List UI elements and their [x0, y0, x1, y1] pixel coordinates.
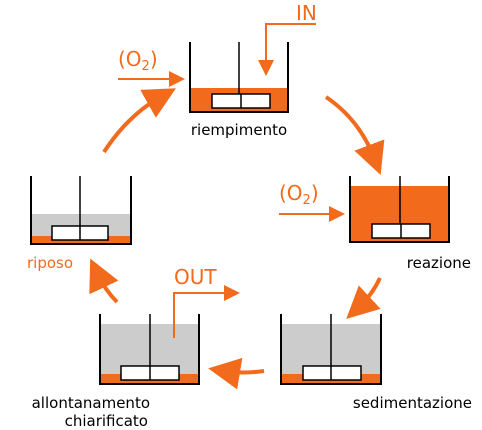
arrow-reaction-to-settling [346, 277, 382, 319]
label-draw-line2: chiarificato [65, 412, 148, 430]
tank-draw [99, 314, 200, 385]
label-out: OUT [174, 265, 217, 289]
arrow-in [258, 23, 316, 76]
arrow-idle-to-fill [102, 88, 176, 154]
arrow-out [173, 285, 240, 338]
arrow-settling-to-draw [208, 357, 265, 390]
label-idle: riposo [27, 254, 73, 272]
label-in: IN [296, 1, 317, 25]
label-reaction: reazione [407, 254, 471, 272]
tank-draw-walls [99, 314, 200, 385]
label-oxygen-fill: (O2) [118, 47, 158, 74]
tank-settling-walls [280, 314, 382, 385]
tank-fill-walls [189, 42, 289, 113]
tank-reaction [349, 176, 450, 243]
tank-fill [189, 42, 289, 113]
tank-settling-mixer [302, 365, 362, 381]
tank-idle-walls [30, 176, 132, 245]
tank-settling [280, 314, 382, 385]
label-draw-line1: allontanamento [32, 394, 150, 412]
arrow-fill-to-reaction [324, 95, 385, 175]
arrow-draw-to-idle [89, 258, 119, 304]
label-fill: riempimento [191, 121, 287, 139]
label-oxygen-reaction: (O2) [279, 181, 319, 208]
label-settling: sedimentazione [353, 394, 472, 412]
tank-idle [30, 176, 132, 245]
tank-reaction-walls [349, 176, 450, 243]
